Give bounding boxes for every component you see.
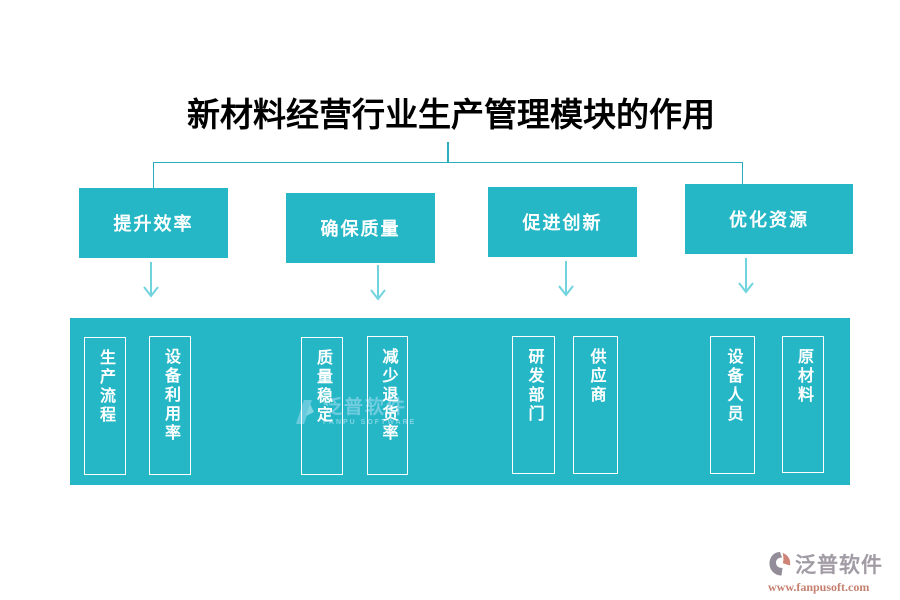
category-box-efficiency: 提升效率 (79, 188, 228, 258)
item-label: 供应商 (587, 348, 605, 405)
connector-horizontal-rail (153, 162, 743, 163)
down-arrow-icon (143, 262, 159, 298)
category-box-resources: 优化资源 (685, 184, 853, 254)
fanpu-logo-icon (769, 552, 791, 576)
category-box-innovation: 促进创新 (488, 187, 637, 257)
footer-brand-block: 泛普软件 www.fanpusoft.com (768, 549, 896, 595)
item-label: 设备利用率 (162, 348, 179, 443)
item-box-return-rate-reduction: 减少退货率 (367, 336, 408, 475)
connector-title-stem (447, 142, 449, 163)
item-box-equipment-utilization: 设备利用率 (149, 336, 191, 475)
item-label: 研发部门 (525, 348, 543, 424)
item-label: 设备人员 (724, 348, 742, 424)
category-label: 确保质量 (320, 219, 401, 239)
item-box-production-process: 生产流程 (84, 337, 126, 475)
category-label: 提升效率 (113, 214, 194, 234)
diagram-title: 新材料经营行业生产管理模块的作用 (187, 98, 715, 134)
item-box-raw-materials: 原材料 (782, 336, 824, 473)
category-box-quality: 确保质量 (286, 193, 435, 263)
category-label: 促进创新 (522, 213, 603, 233)
connector-right-drop (742, 162, 743, 184)
footer-brand-text: 泛普软件 (795, 553, 883, 577)
category-label: 优化资源 (729, 210, 809, 230)
connector-left-drop (153, 162, 154, 188)
item-label: 减少退货率 (379, 348, 397, 443)
down-arrow-icon (738, 258, 754, 294)
footer-url-text: www.fanpusoft.com (768, 580, 870, 594)
down-arrow-icon (558, 261, 574, 297)
item-box-equipment-personnel: 设备人员 (710, 336, 755, 474)
detail-band: 泛普软件 FANPU SOFTWARE 生产流程 设备利用率 质量稳定 减少退货… (70, 318, 850, 485)
down-arrow-icon (370, 265, 386, 301)
item-label: 生产流程 (97, 349, 114, 425)
item-label: 质量稳定 (314, 349, 331, 425)
item-box-rnd-department: 研发部门 (512, 336, 555, 474)
item-label: 原材料 (795, 348, 812, 405)
item-box-quality-stability: 质量稳定 (301, 337, 343, 475)
item-box-supplier: 供应商 (573, 336, 618, 474)
